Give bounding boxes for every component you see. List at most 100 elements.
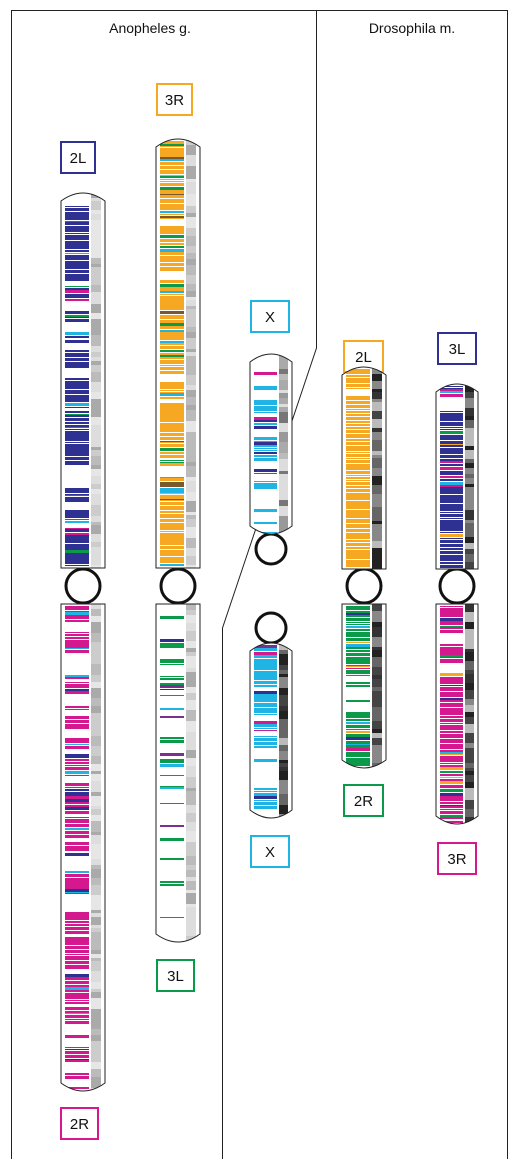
synteny-band	[65, 510, 89, 513]
synteny-band	[160, 173, 184, 174]
synteny-band	[65, 214, 89, 217]
synteny-band	[65, 533, 89, 535]
cytoband	[91, 299, 101, 304]
cytoband	[186, 309, 196, 316]
cytoband	[372, 444, 382, 451]
synteny-band	[160, 141, 184, 144]
synteny-band	[254, 648, 277, 651]
cytoband	[186, 604, 196, 610]
cytoband	[465, 423, 474, 428]
chromosome-outline	[435, 383, 479, 570]
cytoband	[91, 815, 101, 821]
cytoband	[91, 450, 101, 456]
synteny-band	[65, 491, 89, 493]
cytoband	[91, 516, 101, 522]
cytoband	[279, 650, 288, 654]
cytoband	[465, 468, 474, 474]
synteny-band	[440, 681, 463, 684]
cytoband	[279, 771, 288, 780]
cytoband	[186, 410, 196, 421]
cytoband	[465, 549, 474, 554]
synteny-band	[65, 754, 89, 756]
synteny-band	[346, 495, 370, 497]
cytoband	[186, 678, 196, 687]
synteny-band	[65, 454, 89, 456]
cytoband	[465, 690, 474, 699]
cytoband	[279, 369, 288, 374]
synteny-band	[65, 437, 89, 440]
cytoband	[465, 543, 474, 549]
synteny-band	[65, 270, 89, 273]
synteny-band	[346, 454, 370, 455]
chromosome-outline	[155, 603, 201, 943]
cytoband	[91, 998, 101, 1009]
synteny-band	[346, 380, 370, 383]
synteny-band	[65, 212, 89, 214]
cytoband	[372, 399, 382, 402]
cytoband	[91, 558, 101, 565]
centromere-ag-X	[254, 532, 288, 566]
cytoband	[186, 275, 196, 284]
cytoband	[465, 537, 474, 543]
cytoband	[91, 534, 101, 542]
cytoband	[91, 885, 101, 892]
synteny-band	[346, 464, 370, 466]
synteny-band	[65, 299, 89, 301]
synteny-band	[440, 690, 463, 691]
cytoband	[186, 865, 196, 870]
synteny-band	[160, 263, 184, 266]
cytoband	[465, 775, 474, 782]
synteny-band	[65, 1035, 89, 1038]
synteny-band	[65, 217, 89, 220]
synteny-band	[65, 620, 89, 622]
synteny-band	[160, 429, 184, 432]
cytoband	[91, 372, 101, 382]
cytoband	[186, 436, 196, 446]
synteny-band	[346, 566, 370, 567]
synteny-band	[160, 465, 184, 466]
synteny-band	[440, 799, 463, 801]
cytoband	[186, 246, 196, 253]
cytoband	[465, 752, 474, 763]
cytoband	[372, 464, 382, 468]
synteny-band	[160, 803, 184, 804]
cytoband	[465, 822, 474, 824]
synteny-band	[254, 796, 277, 799]
cytoband	[186, 693, 196, 700]
synteny-band	[65, 563, 89, 564]
synteny-band	[346, 741, 370, 744]
synteny-band	[346, 618, 370, 621]
synteny-band	[160, 484, 184, 487]
synteny-band	[65, 775, 89, 776]
synteny-band	[65, 529, 89, 531]
svg-text:2R: 2R	[70, 1116, 89, 1133]
synteny-band	[160, 562, 184, 563]
synteny-band	[160, 511, 184, 513]
synteny-band	[254, 402, 277, 405]
synteny-band	[440, 731, 463, 733]
cytoband	[91, 264, 101, 267]
synteny-band	[254, 665, 277, 668]
synteny-band	[160, 284, 184, 287]
synteny-band	[65, 1055, 89, 1057]
synteny-band	[65, 250, 89, 252]
synteny-band	[440, 811, 463, 812]
synteny-band	[65, 783, 89, 786]
cytoband	[91, 698, 101, 706]
synteny-band	[440, 765, 463, 767]
synteny-band	[65, 996, 89, 998]
synteny-band	[160, 187, 184, 190]
synteny-band	[440, 737, 463, 738]
synteny-band	[440, 781, 463, 784]
cytoband	[91, 214, 101, 220]
synteny-band	[160, 542, 184, 545]
cytoband	[186, 918, 196, 926]
synteny-band	[440, 433, 463, 434]
synteny-band	[440, 394, 463, 397]
synteny-band	[440, 606, 463, 607]
cytoband	[91, 402, 101, 407]
synteny-band	[440, 556, 463, 558]
cytoband	[186, 253, 196, 259]
cytoband	[279, 500, 288, 506]
synteny-band	[346, 553, 370, 555]
